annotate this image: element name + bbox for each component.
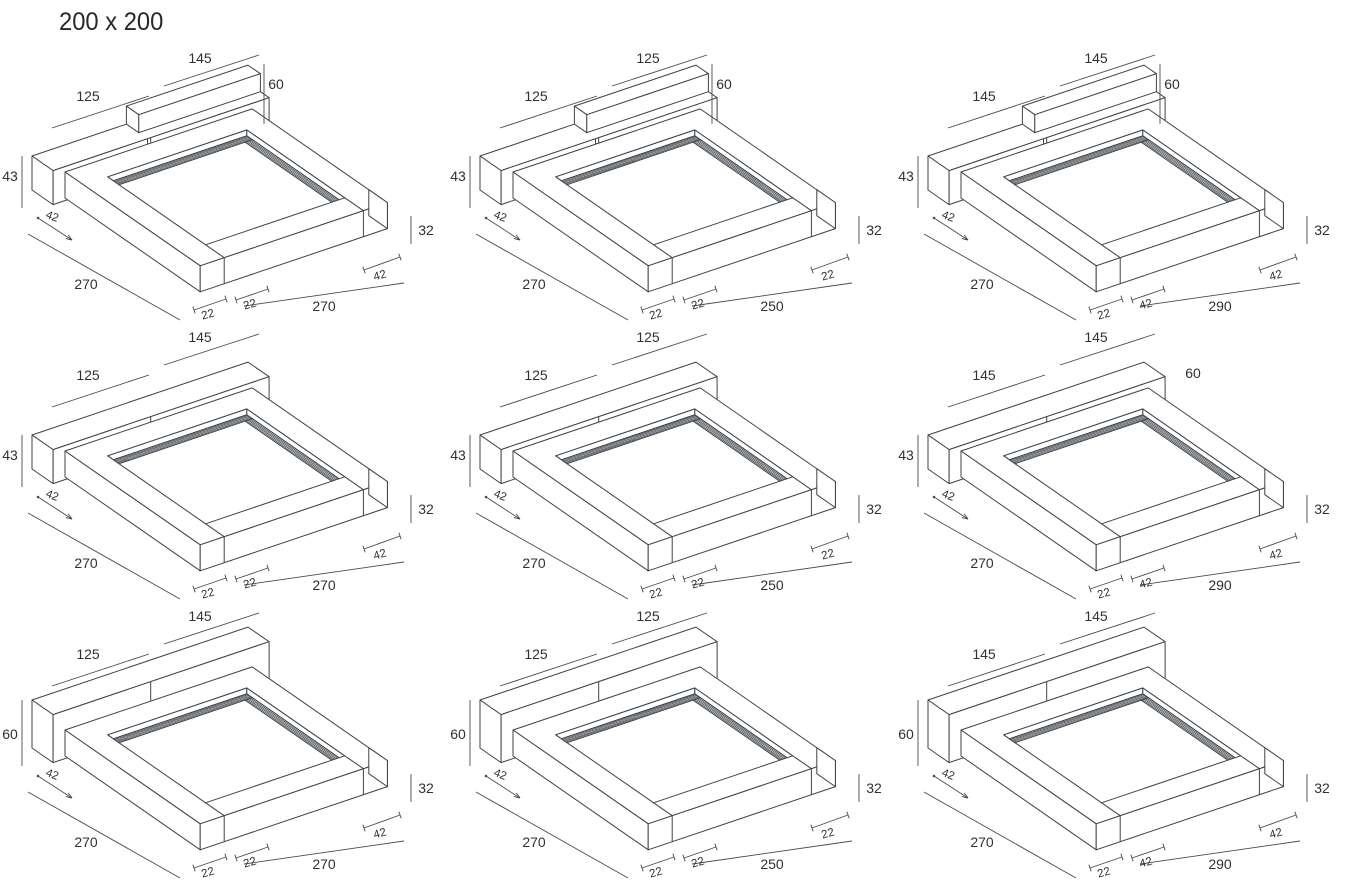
dim-width-bottom: 290 bbox=[1208, 298, 1232, 314]
dim-headboard-height: 60 bbox=[898, 726, 914, 742]
bed-isometric-drawing bbox=[21, 333, 412, 600]
bed-diagram-cell-7: 145 125 60 42 270 22 22 270 42 32 bbox=[0, 604, 448, 883]
dim-length-left: 270 bbox=[522, 834, 546, 850]
dim-frame-height: 32 bbox=[418, 222, 434, 238]
dim-width-bottom: 250 bbox=[760, 856, 784, 872]
dim-headboard-left-width: 145 bbox=[972, 88, 996, 104]
dim-length-left: 270 bbox=[970, 834, 994, 850]
dim-headboard-height: 43 bbox=[2, 447, 18, 463]
dim-frame-height: 32 bbox=[1314, 501, 1330, 517]
dim-headboard-right-width: 125 bbox=[636, 329, 660, 345]
dim-headboard-height: 43 bbox=[450, 168, 466, 184]
dim-frame-height: 32 bbox=[418, 780, 434, 796]
dim-width-bottom: 290 bbox=[1208, 577, 1232, 593]
dim-headboard-right-width: 125 bbox=[636, 608, 660, 624]
dim-headboard-right-width: 145 bbox=[1084, 608, 1108, 624]
dim-headboard-right-width: 145 bbox=[188, 50, 212, 66]
dim-frame-height: 32 bbox=[866, 780, 882, 796]
dim-headboard-left-width: 145 bbox=[972, 646, 996, 662]
dim-frame-height: 32 bbox=[866, 501, 882, 517]
page-title: 200 x 200 bbox=[59, 8, 164, 36]
bed-isometric-drawing bbox=[917, 54, 1308, 321]
bed-isometric-drawing bbox=[21, 54, 412, 321]
bed-diagram-cell-9: 145 145 60 42 270 22 42 290 42 32 bbox=[896, 604, 1344, 883]
dim-headboard-left-width: 125 bbox=[524, 367, 548, 383]
dim-length-left: 270 bbox=[970, 555, 994, 571]
dim-headboard-left-width: 125 bbox=[76, 367, 100, 383]
dim-frame-height: 32 bbox=[866, 222, 882, 238]
dim-headboard-left-width: 145 bbox=[972, 367, 996, 383]
bed-diagram-cell-1: 145 125 60 43 42 270 22 22 270 42 32 bbox=[0, 46, 448, 325]
dim-frame-height: 32 bbox=[1314, 222, 1330, 238]
dim-width-bottom: 250 bbox=[760, 577, 784, 593]
bed-diagram-cell-5: 125 125 43 42 270 22 22 250 22 32 bbox=[448, 325, 896, 604]
dim-width-bottom: 290 bbox=[1208, 856, 1232, 872]
dim-float-height: 60 bbox=[1185, 365, 1201, 381]
dim-headboard-right-width: 145 bbox=[1084, 329, 1108, 345]
dim-headboard-left-width: 125 bbox=[76, 88, 100, 104]
diagram-grid: 145 125 60 43 42 270 22 22 270 42 32 125… bbox=[0, 46, 1344, 883]
dim-headboard-block-height: 60 bbox=[268, 76, 284, 92]
dim-length-left: 270 bbox=[522, 555, 546, 571]
dim-headboard-left-width: 125 bbox=[524, 646, 548, 662]
dim-headboard-block-height: 60 bbox=[716, 76, 732, 92]
dim-headboard-left-width: 125 bbox=[524, 88, 548, 104]
dim-length-left: 270 bbox=[74, 834, 98, 850]
bed-diagram-cell-2: 125 125 60 43 42 270 22 22 250 22 32 bbox=[448, 46, 896, 325]
dim-headboard-left-width: 125 bbox=[76, 646, 100, 662]
dim-length-left: 270 bbox=[74, 276, 98, 292]
dim-length-left: 270 bbox=[74, 555, 98, 571]
bed-isometric-drawing bbox=[917, 333, 1308, 600]
dim-length-left: 270 bbox=[970, 276, 994, 292]
dim-frame-height: 32 bbox=[1314, 780, 1330, 796]
dim-width-bottom: 270 bbox=[312, 577, 336, 593]
dim-headboard-height: 60 bbox=[450, 726, 466, 742]
bed-isometric-drawing bbox=[917, 612, 1308, 879]
dim-frame-height: 32 bbox=[418, 501, 434, 517]
dim-length-left: 270 bbox=[522, 276, 546, 292]
dim-width-bottom: 250 bbox=[760, 298, 784, 314]
dim-headboard-right-width: 145 bbox=[1084, 50, 1108, 66]
dim-headboard-right-width: 145 bbox=[188, 608, 212, 624]
dim-headboard-right-width: 125 bbox=[636, 50, 660, 66]
dim-width-bottom: 270 bbox=[312, 856, 336, 872]
dim-headboard-height: 43 bbox=[2, 168, 18, 184]
bed-diagram-cell-8: 125 125 60 42 270 22 22 250 22 32 bbox=[448, 604, 896, 883]
bed-diagram-cell-6: 145 145 60 43 42 270 22 42 290 42 32 bbox=[896, 325, 1344, 604]
bed-diagram-cell-4: 145 125 43 42 270 22 22 270 42 32 bbox=[0, 325, 448, 604]
dim-headboard-height: 43 bbox=[450, 447, 466, 463]
dim-width-bottom: 270 bbox=[312, 298, 336, 314]
dim-headboard-block-height: 60 bbox=[1164, 76, 1180, 92]
bed-isometric-drawing bbox=[469, 333, 860, 600]
bed-isometric-drawing bbox=[21, 612, 412, 879]
bed-isometric-drawing bbox=[469, 612, 860, 879]
dim-headboard-right-width: 145 bbox=[188, 329, 212, 345]
dim-headboard-height: 43 bbox=[898, 447, 914, 463]
bed-diagram-cell-3: 145 145 60 43 42 270 22 42 290 42 32 bbox=[896, 46, 1344, 325]
bed-isometric-drawing bbox=[469, 54, 860, 321]
dim-headboard-height: 60 bbox=[2, 726, 18, 742]
dim-headboard-height: 43 bbox=[898, 168, 914, 184]
